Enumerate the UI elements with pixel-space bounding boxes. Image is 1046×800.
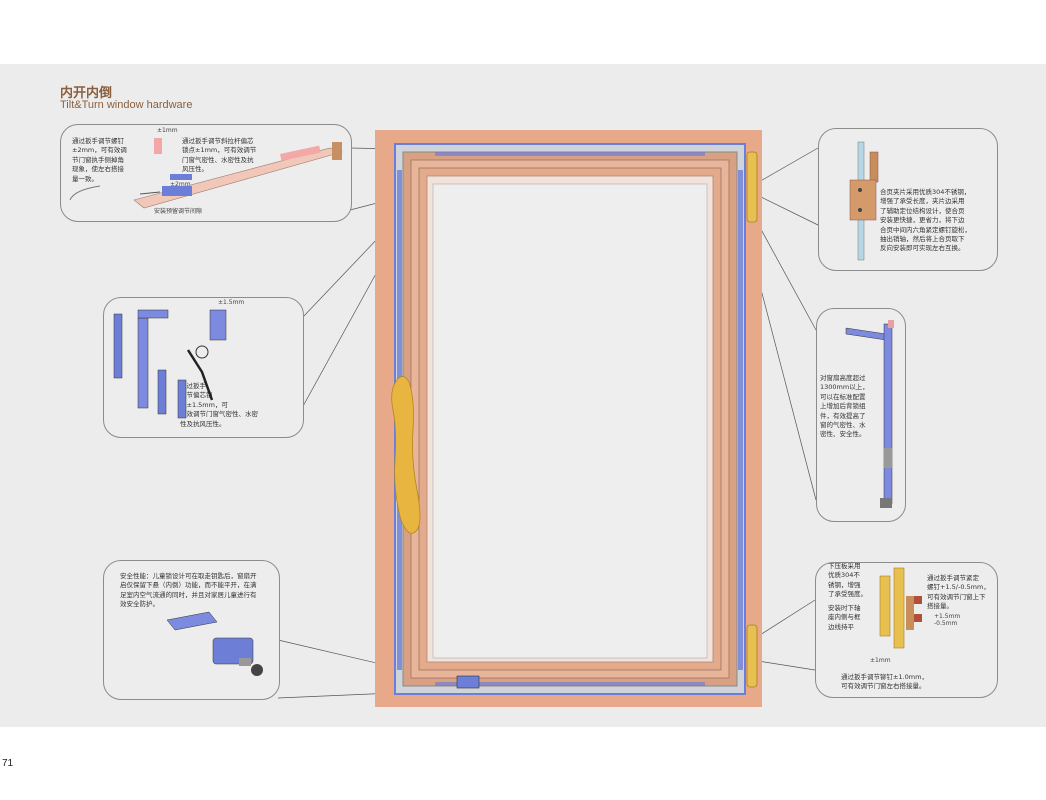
dim-1-5mm-label: ±1.5mm — [218, 299, 245, 306]
install-gap-label: 安装预留调节间隙 — [154, 208, 203, 215]
locking-points-illustration — [113, 309, 227, 419]
bottom-hinge-illustration — [879, 567, 922, 649]
window-drawing — [375, 130, 762, 707]
callout-bottom-right-note-b: 安装时下轴 座内侧与框 边线持平 — [828, 604, 861, 631]
callout-top-right-note: 合页夹片采用优质304不锈钢， 增强了承受长度，夹片边采用 了辅助定位结构设计，… — [880, 188, 971, 253]
callout-mid-left-note: 通过扳手 调节偏芯锁 点±1.5mm，可 有效调节门窗气密性、水密 性及抗风压性… — [180, 382, 258, 428]
rear-lock-illustration — [845, 320, 894, 508]
dim-1mm-bottom: ±1mm — [870, 657, 891, 664]
callout-top-right — [818, 128, 998, 271]
page-title: 内开内倒 — [60, 86, 113, 101]
callout-bottom-right-note-d: 通过扳手调节铆钉±1.0mm， 可有效调节门窗左右搭接量。 — [841, 673, 928, 691]
dim-2mm-label: ±2mm — [170, 181, 191, 188]
dim-minus-0-5mm: -0.5mm — [934, 620, 958, 627]
callout-bottom-right-note-a: 下压板采用 优质304不 锈钢，增强 了承受强度。 — [828, 562, 867, 599]
page-number: 71 — [2, 758, 14, 769]
tilt-turn-window — [375, 130, 762, 707]
callout-bottom-left — [103, 560, 280, 700]
callout-mid-right-note: 对窗扇高度超过 1300mm以上， 可以在标准配置 上增加后背锁组 件，有效提高… — [820, 374, 869, 439]
callout-mid-left — [103, 297, 304, 438]
callout-top-left — [60, 124, 352, 222]
tilt-arm-illustration — [69, 138, 344, 209]
callout-bottom-left-note: 安全性能：儿童锁设计可在取走钥匙后，窗扇开 启仅保留下悬（内倒）功能，而不能平开… — [120, 572, 257, 609]
callout-bottom-right-note-c: 通过扳手调节紧定 螺钉+1.5/-0.5mm， 可有效调节门窗上下 搭接量。 — [927, 574, 990, 611]
hinge-illustration — [849, 141, 879, 261]
callout-top-left-note-b: 通过扳手调节斜拉杆偏芯 锁点±1mm，可有效调节 门窗气密性、水密性及抗 风压性… — [182, 137, 257, 174]
dim-1mm-label: ±1mm — [157, 127, 178, 134]
page-subtitle: Tilt&Turn window hardware — [60, 99, 193, 111]
dim-plus-1-5mm: +1.5mm — [934, 613, 961, 620]
callout-top-left-note-a: 通过扳手调节螺钉 ±2mm，可有效调 节门窗执手侧掉角 现象，使左右搭接 量一致… — [72, 137, 127, 183]
child-lock-illustration — [166, 611, 263, 676]
